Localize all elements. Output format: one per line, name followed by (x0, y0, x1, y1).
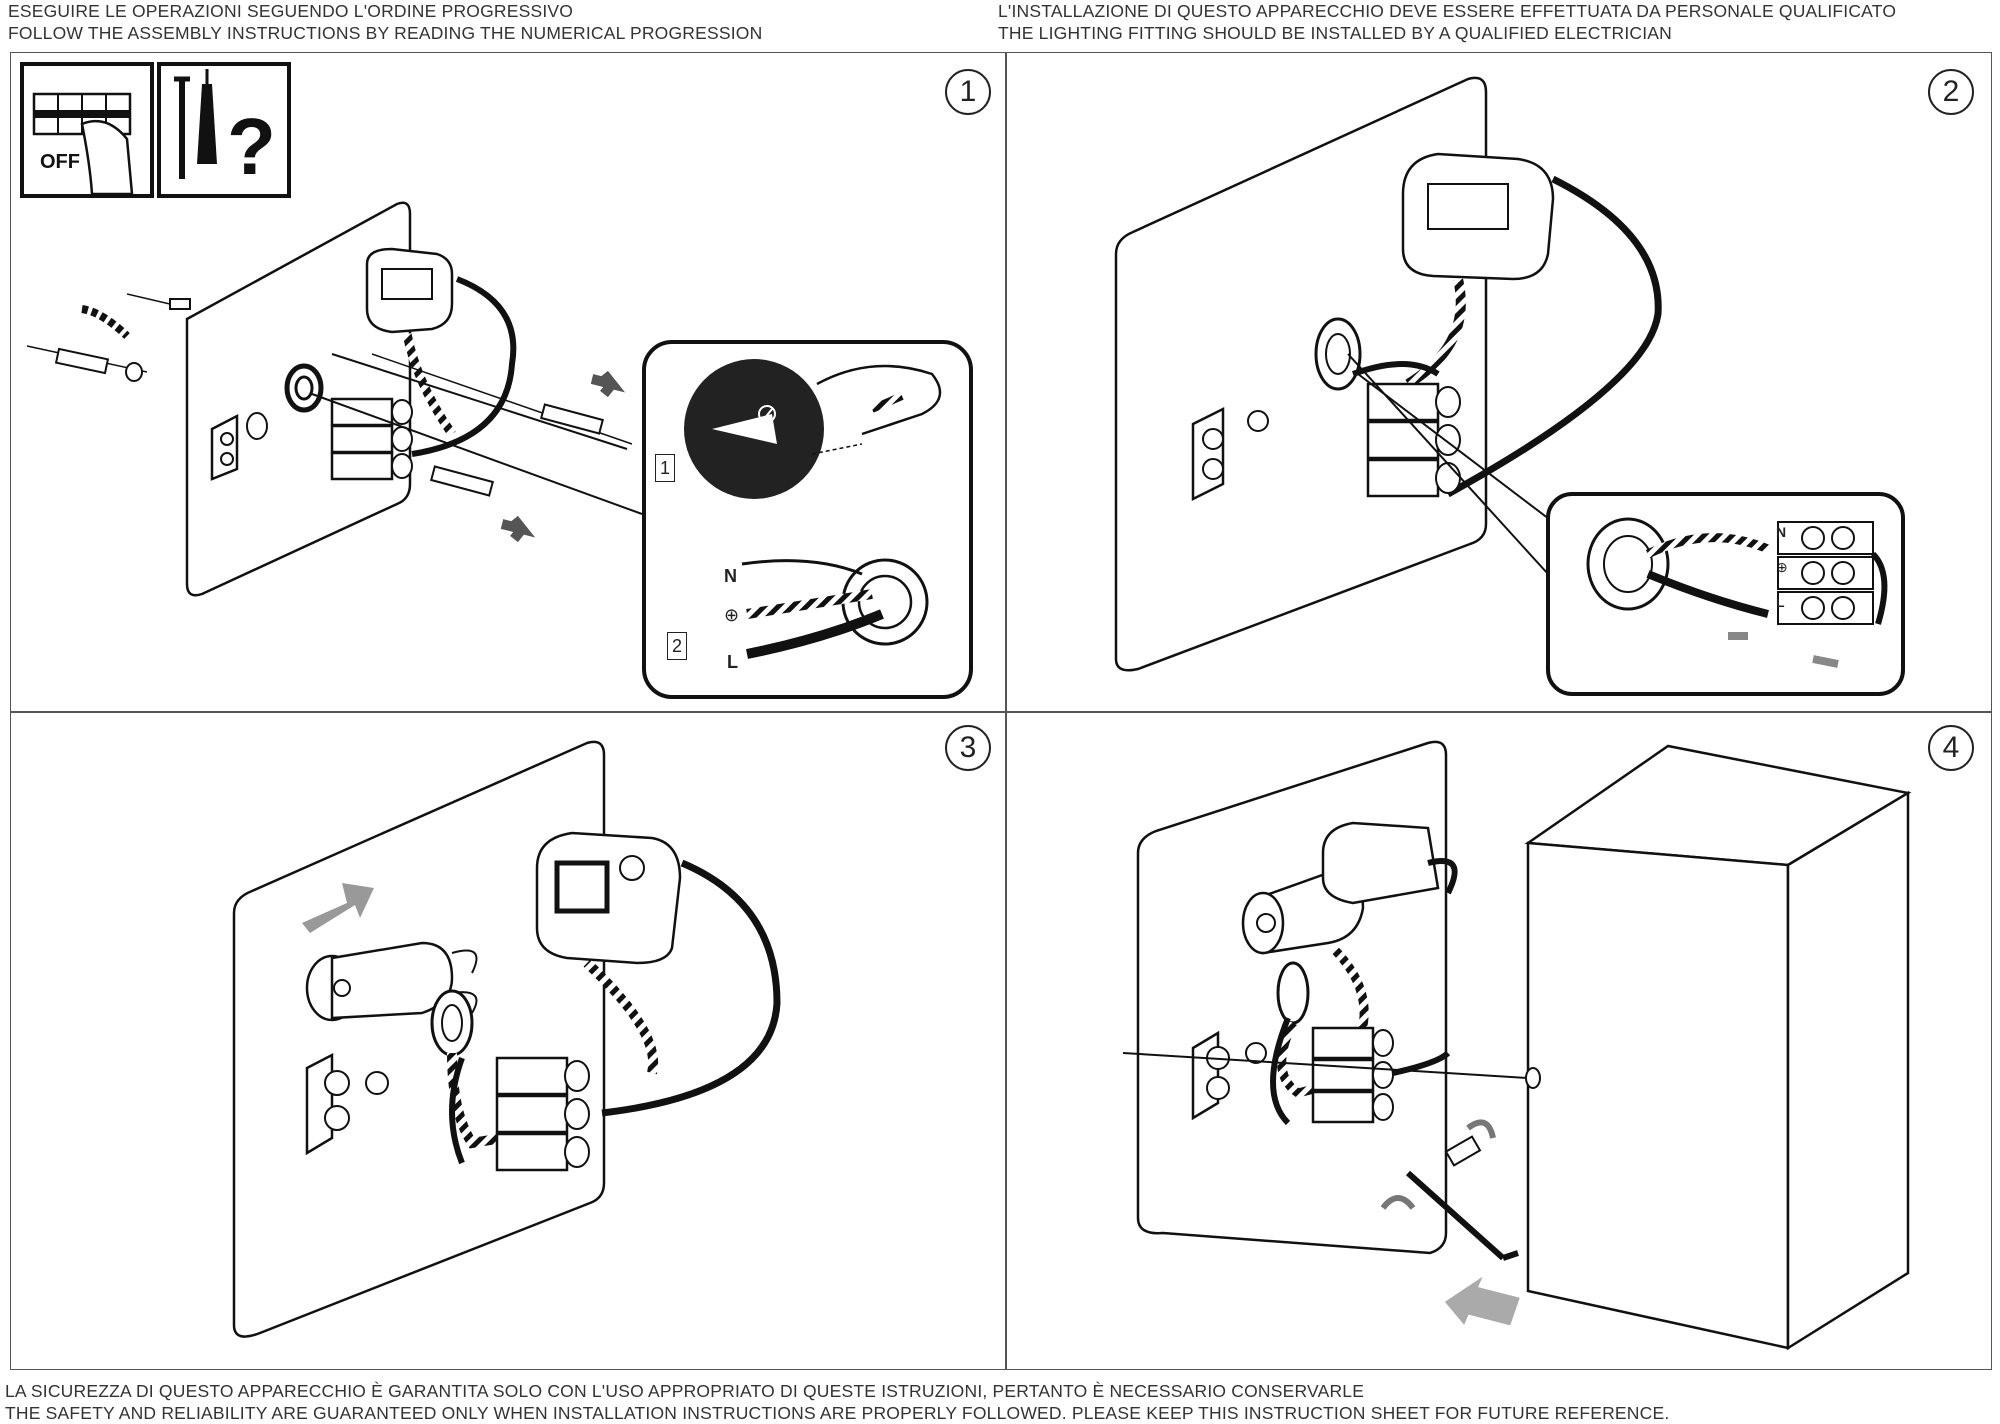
lamp-holder (1321, 821, 1440, 905)
substep-1-label: 1 (655, 454, 675, 482)
terminal-label-l: L (1776, 594, 1785, 610)
allen-key-icon (1405, 1170, 1506, 1261)
step-3-panel: 3 (12, 713, 1004, 1368)
step-2-panel: 2 N ⊕ L (1008, 54, 1990, 710)
arrow-icon (302, 883, 374, 933)
step-3-illustration (232, 740, 781, 1338)
header-right-line1: L'INSTALLAZIONE DI QUESTO APPARECCHIO DE… (998, 1, 1897, 21)
step-1-panel: OFF ? (12, 54, 1004, 710)
screwdriver-rotate-icon (1466, 1119, 1496, 1139)
header-right: L'INSTALLAZIONE DI QUESTO APPARECCHIO DE… (998, 0, 1896, 44)
step-number-3: 3 (945, 725, 991, 771)
terminal-block (1311, 1026, 1394, 1124)
footer: LA SICUREZZA DI QUESTO APPARECCHIO È GAR… (5, 1380, 1669, 1424)
cutter-icon (751, 405, 776, 435)
footer-line1: LA SICUREZZA DI QUESTO APPARECCHIO È GAR… (5, 1381, 1365, 1401)
substep-2-label: 2 (667, 632, 687, 660)
terminal-block (330, 397, 413, 481)
header-left-line2: FOLLOW THE ASSEMBLY INSTRUCTIONS BY READ… (8, 23, 763, 43)
screwdriver-rotate-icon (1380, 1195, 1416, 1210)
wire-label-n: N (724, 566, 737, 586)
power-switch-off-icon (20, 62, 154, 198)
step-1-illustration: OFF ? (20, 62, 973, 699)
lamp-cover-box (1524, 744, 1912, 1351)
wall-plate (232, 740, 606, 1338)
wire-label-l: L (727, 652, 738, 672)
arrow-icon (1444, 1276, 1520, 1326)
terminal-label-earth: ⊕ (1776, 559, 1788, 575)
step-number-4: 4 (1928, 725, 1974, 771)
wall-plate (1114, 76, 1488, 672)
terminal-label-n: N (1776, 524, 1787, 540)
header-left: ESEGUIRE LE OPERAZIONI SEGUENDO L'ORDINE… (8, 0, 762, 44)
horizontal-divider (10, 711, 1992, 713)
wall-plug-icon (26, 293, 191, 382)
terminal-block (495, 1056, 590, 1172)
step-number-2: 2 (1928, 69, 1974, 115)
arrow-icon (590, 370, 626, 398)
arrow-icon (500, 515, 536, 543)
footer-line2: THE SAFETY AND RELIABILITY ARE GUARANTEE… (5, 1403, 1670, 1423)
arrow-icon (1812, 655, 1839, 668)
question-mark: ? (227, 102, 276, 191)
wire-label-earth: ⊕ (724, 605, 740, 625)
step-4-panel: 4 (1008, 713, 1990, 1368)
off-label: OFF (40, 151, 80, 173)
header-left-line1: ESEGUIRE LE OPERAZIONI SEGUENDO L'ORDINE… (8, 1, 574, 21)
bulb-icon (305, 941, 478, 1022)
step-4-illustration (1122, 740, 1912, 1351)
step-2-illustration (1114, 76, 1905, 696)
screws-and-plugs-icon (157, 62, 291, 198)
header-right-line2: THE LIGHTING FITTING SHOULD BE INSTALLED… (998, 23, 1672, 43)
step-number-1: 1 (945, 69, 991, 115)
